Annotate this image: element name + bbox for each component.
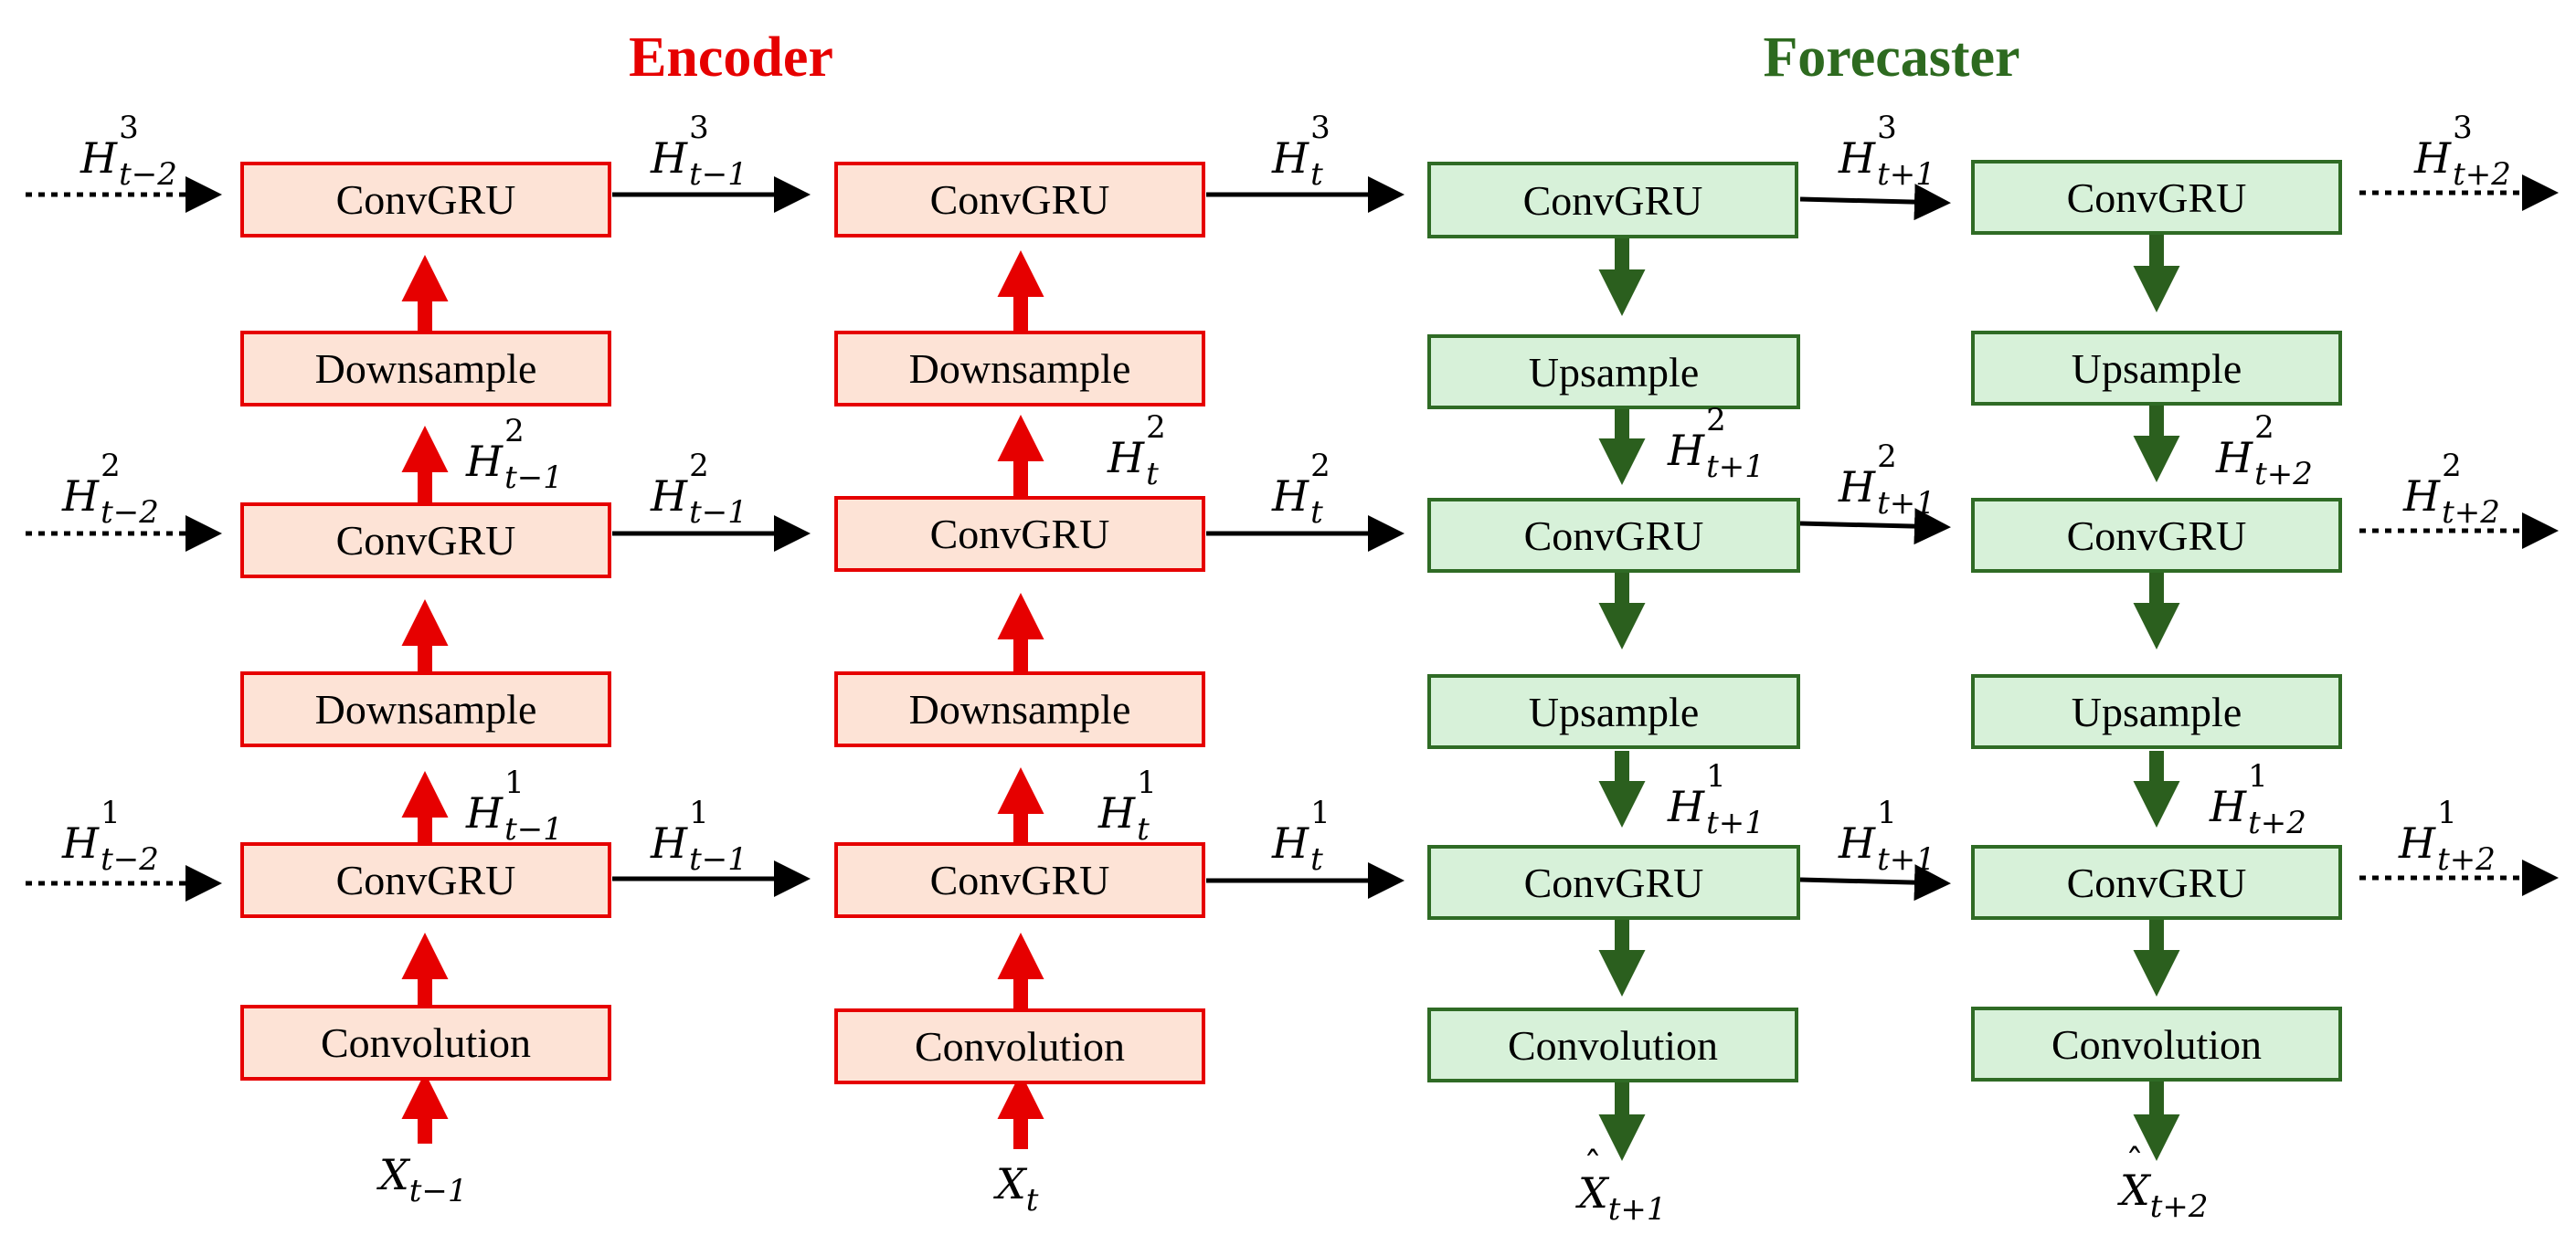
forecaster-convgru-l1: ConvGRU xyxy=(1427,845,1800,920)
state-arrow xyxy=(1799,864,1951,902)
encoder-convgru-l2: ConvGRU xyxy=(834,496,1205,572)
input-label: Xt xyxy=(996,1159,1039,1219)
encoder-convgru-l3: ConvGRU xyxy=(834,162,1205,237)
output-label: Xt+2 xyxy=(2120,1145,2209,1222)
encoder-downsample: Downsample xyxy=(834,331,1205,406)
encoder-convgru-l3: ConvGRU xyxy=(240,162,611,237)
forecaster-title: Forecaster xyxy=(1763,26,2020,89)
encoder-title: Encoder xyxy=(629,26,833,89)
encoder-downsample: Downsample xyxy=(240,331,611,406)
forecaster-convgru-l2: ConvGRU xyxy=(1971,498,2342,573)
forecaster-convgru-l2: ConvGRU xyxy=(1427,498,1800,573)
output-label: Xt+1 xyxy=(1578,1148,1667,1225)
forecaster-convolution: Convolution xyxy=(1427,1008,1798,1082)
encoder-convgru-l1: ConvGRU xyxy=(834,842,1205,918)
encoder-downsample: Downsample xyxy=(240,671,611,747)
state-arrow xyxy=(1799,184,1951,221)
encoder-downsample: Downsample xyxy=(834,671,1205,747)
encoder-convolution: Convolution xyxy=(834,1008,1205,1084)
forecaster-upsample: Upsample xyxy=(1427,334,1800,409)
forecaster-convolution: Convolution xyxy=(1971,1007,2342,1082)
forecaster-convgru-l3: ConvGRU xyxy=(1427,162,1798,238)
encoder-convolution: Convolution xyxy=(240,1005,611,1081)
forecaster-upsample: Upsample xyxy=(1971,674,2342,749)
forecaster-upsample: Upsample xyxy=(1971,331,2342,406)
forecaster-convgru-l3: ConvGRU xyxy=(1971,160,2342,235)
forecaster-upsample: Upsample xyxy=(1427,674,1800,749)
encoder-convgru-l1: ConvGRU xyxy=(240,842,611,918)
state-arrow xyxy=(1799,508,1951,545)
input-label: Xt−1 xyxy=(379,1150,468,1209)
encoder-convgru-l2: ConvGRU xyxy=(240,502,611,578)
forecaster-convgru-l1: ConvGRU xyxy=(1971,845,2342,920)
